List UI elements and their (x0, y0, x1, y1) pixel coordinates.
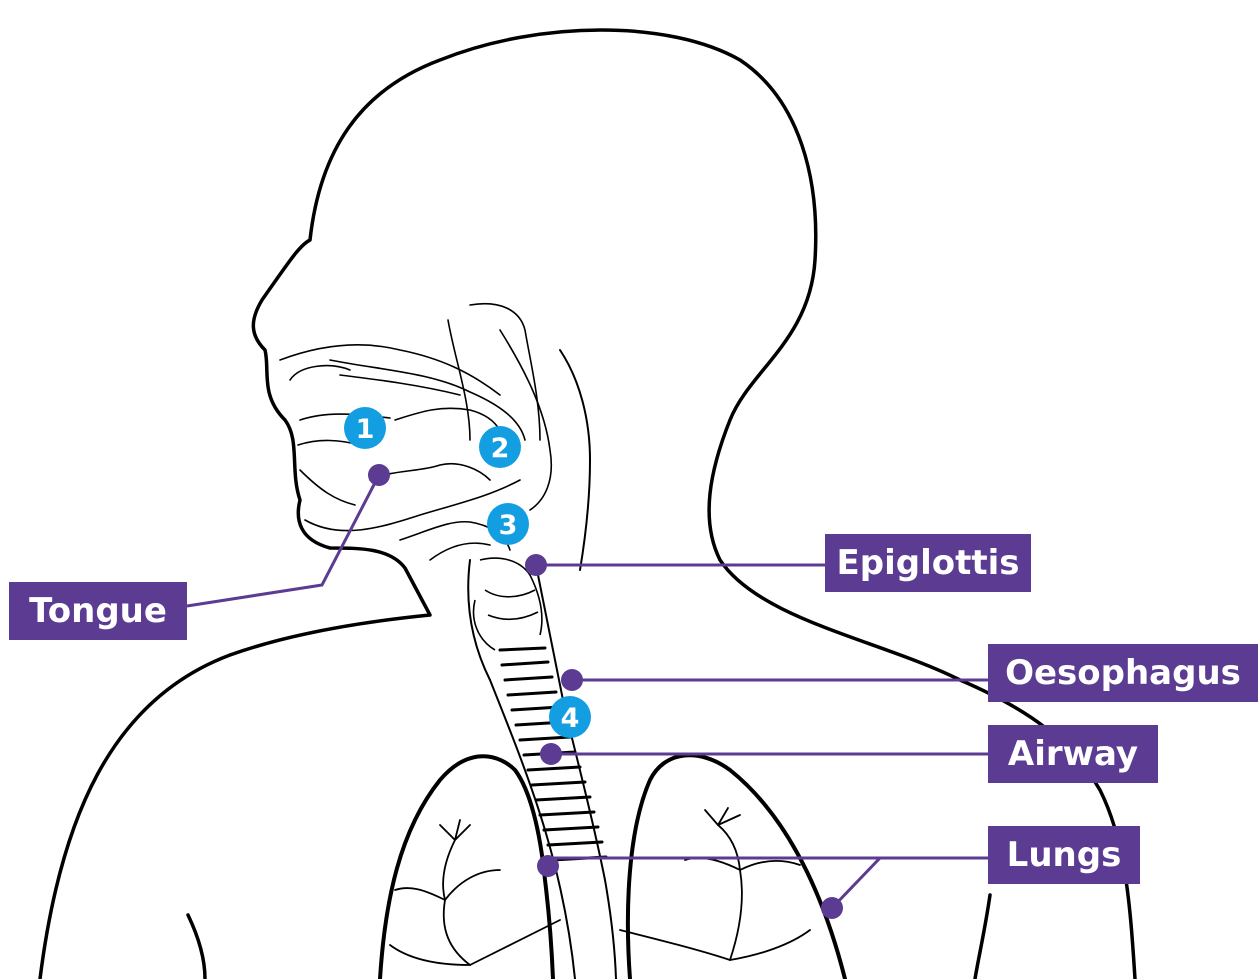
epiglottis-marker (525, 554, 547, 576)
lungs-label: Lungs (988, 826, 1140, 884)
step-badge-1: 1 (344, 407, 386, 449)
bronchi-detail (390, 808, 810, 965)
step-badge-4: 4 (549, 696, 591, 738)
lungs-outline (380, 755, 845, 979)
leader-tongue (187, 475, 379, 606)
tongue-label: Tongue (9, 582, 187, 640)
step-number-1: 1 (356, 414, 375, 445)
airway-label: Airway (988, 725, 1158, 783)
lungs-marker-right (821, 897, 843, 919)
tongue-marker (368, 464, 390, 486)
step-number-2: 2 (491, 433, 510, 464)
step-badge-3: 3 (487, 503, 529, 545)
airway-marker (540, 743, 562, 765)
step-badges: 1 2 3 4 (344, 407, 591, 738)
epiglottis-label: Epiglottis (825, 534, 1031, 592)
lungs-marker-left (537, 855, 559, 877)
oesophagus-marker (561, 669, 583, 691)
leader-lungs-right (832, 858, 988, 908)
step-number-4: 4 (561, 703, 580, 734)
step-badge-2: 2 (479, 426, 521, 468)
step-number-3: 3 (499, 510, 518, 541)
oesophagus-label: Oesophagus (988, 644, 1258, 702)
markers (368, 464, 843, 919)
